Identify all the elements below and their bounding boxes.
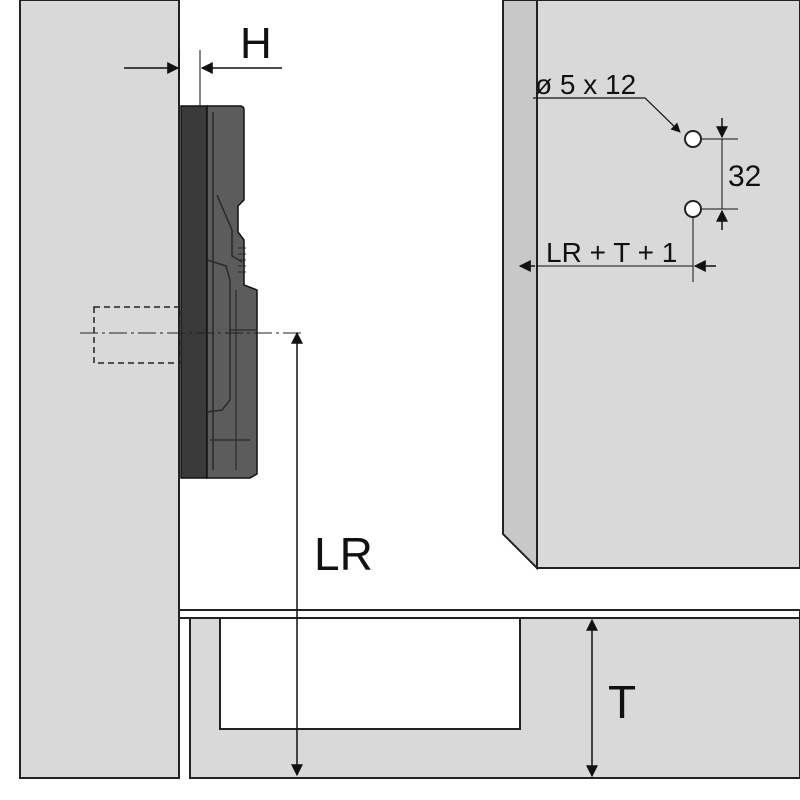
hole-bottom [684, 200, 702, 218]
offset-dimension [518, 218, 716, 282]
h-label: H [240, 19, 272, 68]
offset-label: LR + T + 1 [546, 237, 677, 268]
cutout [219, 617, 521, 730]
hole-spec-leader [533, 97, 681, 133]
cabinet-side-panel [19, 0, 180, 779]
bottom-panel [178, 609, 800, 779]
hole-spacing-label: 32 [728, 160, 761, 193]
h-dimension [124, 50, 282, 106]
hole-spacing-dimension [702, 118, 738, 230]
t-label: T [608, 676, 636, 728]
hidden-dowel [93, 306, 182, 364]
door-panel [502, 0, 800, 571]
hinge-plate [180, 105, 258, 479]
hole-top [684, 130, 702, 148]
hole-spec-label: ø 5 x 12 [535, 69, 636, 100]
lr-label: LR [314, 528, 373, 580]
